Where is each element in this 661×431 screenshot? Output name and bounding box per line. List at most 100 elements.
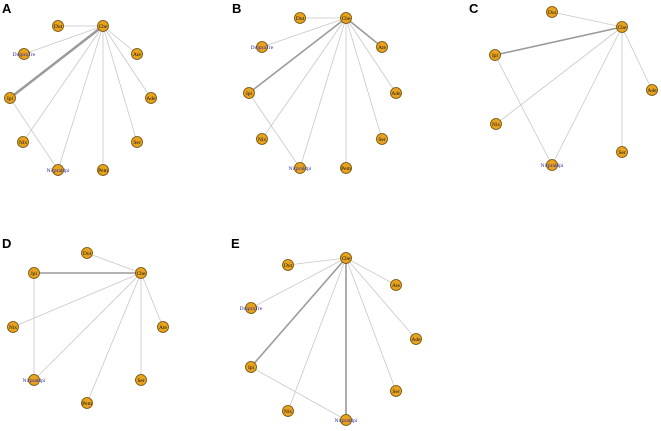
- node-nix: Nix: [282, 405, 294, 417]
- panel-e: E CbeDutAteDutpraTreAdeIpiSerNixNirprald…: [231, 236, 422, 426]
- node-circle: [157, 321, 169, 333]
- node-circle: [340, 414, 352, 426]
- node-circle: [282, 405, 294, 417]
- edge-cbe-dut: [287, 257, 347, 266]
- node-label: Nirpraldpi: [541, 163, 564, 169]
- edge-cbe-ser: [345, 257, 397, 392]
- node-circle: [646, 84, 658, 96]
- node-ser: Ser: [131, 136, 143, 148]
- node-circle: [546, 159, 558, 171]
- node-circle: [145, 92, 157, 104]
- node-circle: [340, 162, 352, 174]
- node-label: Nirpraldpi: [335, 418, 358, 424]
- node-label: Nirpraldpi: [289, 166, 312, 172]
- node-label: Dut: [284, 263, 293, 269]
- node-ate: Ate: [131, 48, 143, 60]
- node-label: Pem: [341, 166, 352, 172]
- node-cbe: Cbe: [97, 20, 109, 32]
- node-circle: [616, 21, 628, 33]
- node-ser: Ser: [135, 374, 147, 386]
- node-circle: [243, 87, 255, 99]
- node-label: Ser: [392, 389, 400, 395]
- edge-cbe-nirpraldpi: [551, 26, 623, 166]
- edge-cbe-nix: [287, 257, 347, 412]
- node-circle: [294, 12, 306, 24]
- node-circle: [4, 92, 16, 104]
- node-label: Ser: [618, 150, 626, 156]
- node-cbe: Cbe: [340, 12, 352, 24]
- node-label: Ipi: [31, 271, 38, 277]
- node-cbe: Cbe: [340, 252, 352, 264]
- node-nirpraldpi: Nirpraldpi: [289, 162, 312, 174]
- node-label: Ate: [392, 283, 401, 289]
- node-circle: [28, 374, 40, 386]
- node-circle: [489, 49, 501, 61]
- node-circle: [131, 136, 143, 148]
- edge-cbe-ade: [345, 257, 417, 340]
- node-pem: Pem: [97, 164, 109, 176]
- node-circle: [135, 267, 147, 279]
- node-label: DutpraTre: [240, 306, 263, 312]
- node-label: Ipi: [7, 96, 14, 102]
- node-dutpratre: DutpraTre: [13, 48, 36, 60]
- edge-cbe-ate: [140, 272, 164, 328]
- node-ade: Ade: [390, 87, 402, 99]
- node-dut: Dut: [52, 20, 64, 32]
- node-label: Ade: [411, 337, 421, 343]
- node-label: Ipi: [248, 365, 255, 371]
- edge-cbe-nix: [22, 25, 104, 143]
- node-circle: [135, 374, 147, 386]
- node-circle: [294, 162, 306, 174]
- node-circle: [28, 267, 40, 279]
- node-nix: Nix: [7, 321, 19, 333]
- node-circle: [340, 252, 352, 264]
- panel-a-label: A: [2, 1, 12, 16]
- node-label: Ade: [391, 91, 401, 97]
- node-label: Cbe: [99, 24, 108, 30]
- edge-cbe-pem: [86, 272, 142, 404]
- node-circle: [256, 41, 268, 53]
- node-label: Ipi: [492, 53, 499, 59]
- node-circle: [52, 20, 64, 32]
- edge-cbe-ade: [102, 25, 152, 99]
- node-ate: Ate: [157, 321, 169, 333]
- node-label: Ate: [133, 52, 142, 58]
- node-circle: [546, 6, 558, 18]
- node-circle: [81, 247, 93, 259]
- node-circle: [245, 361, 257, 373]
- node-cbe: Cbe: [135, 267, 147, 279]
- edge-cbe-nirpraldpi: [57, 25, 104, 171]
- node-label: Ser: [378, 137, 386, 143]
- node-label: Dut: [296, 16, 305, 22]
- node-circle: [616, 146, 628, 158]
- node-ate: Ate: [390, 279, 402, 291]
- edge-cbe-dut: [551, 11, 623, 28]
- node-ser: Ser: [390, 385, 402, 397]
- panel-b-label: B: [232, 1, 241, 16]
- node-label: Nirpraldpi: [47, 168, 70, 174]
- node-circle: [97, 164, 109, 176]
- node-label: Nix: [258, 137, 267, 143]
- node-circle: [81, 397, 93, 409]
- edge-cbe-ade: [621, 26, 653, 91]
- node-circle: [390, 279, 402, 291]
- node-nirpraldpi: Nirpraldpi: [335, 414, 358, 426]
- edges: [12, 252, 164, 404]
- edge-cbe-nix: [261, 17, 347, 140]
- panel-e-label: E: [231, 236, 240, 251]
- edge-ipi-nirpraldpi: [494, 54, 553, 166]
- node-ser: Ser: [376, 133, 388, 145]
- node-label: Ser: [137, 378, 145, 384]
- node-circle: [52, 164, 64, 176]
- edge-cbe-ipi: [250, 257, 347, 368]
- edge-ipi-nirpraldpi: [250, 366, 347, 421]
- node-label: Dut: [54, 24, 63, 30]
- node-nix: Nix: [256, 133, 268, 145]
